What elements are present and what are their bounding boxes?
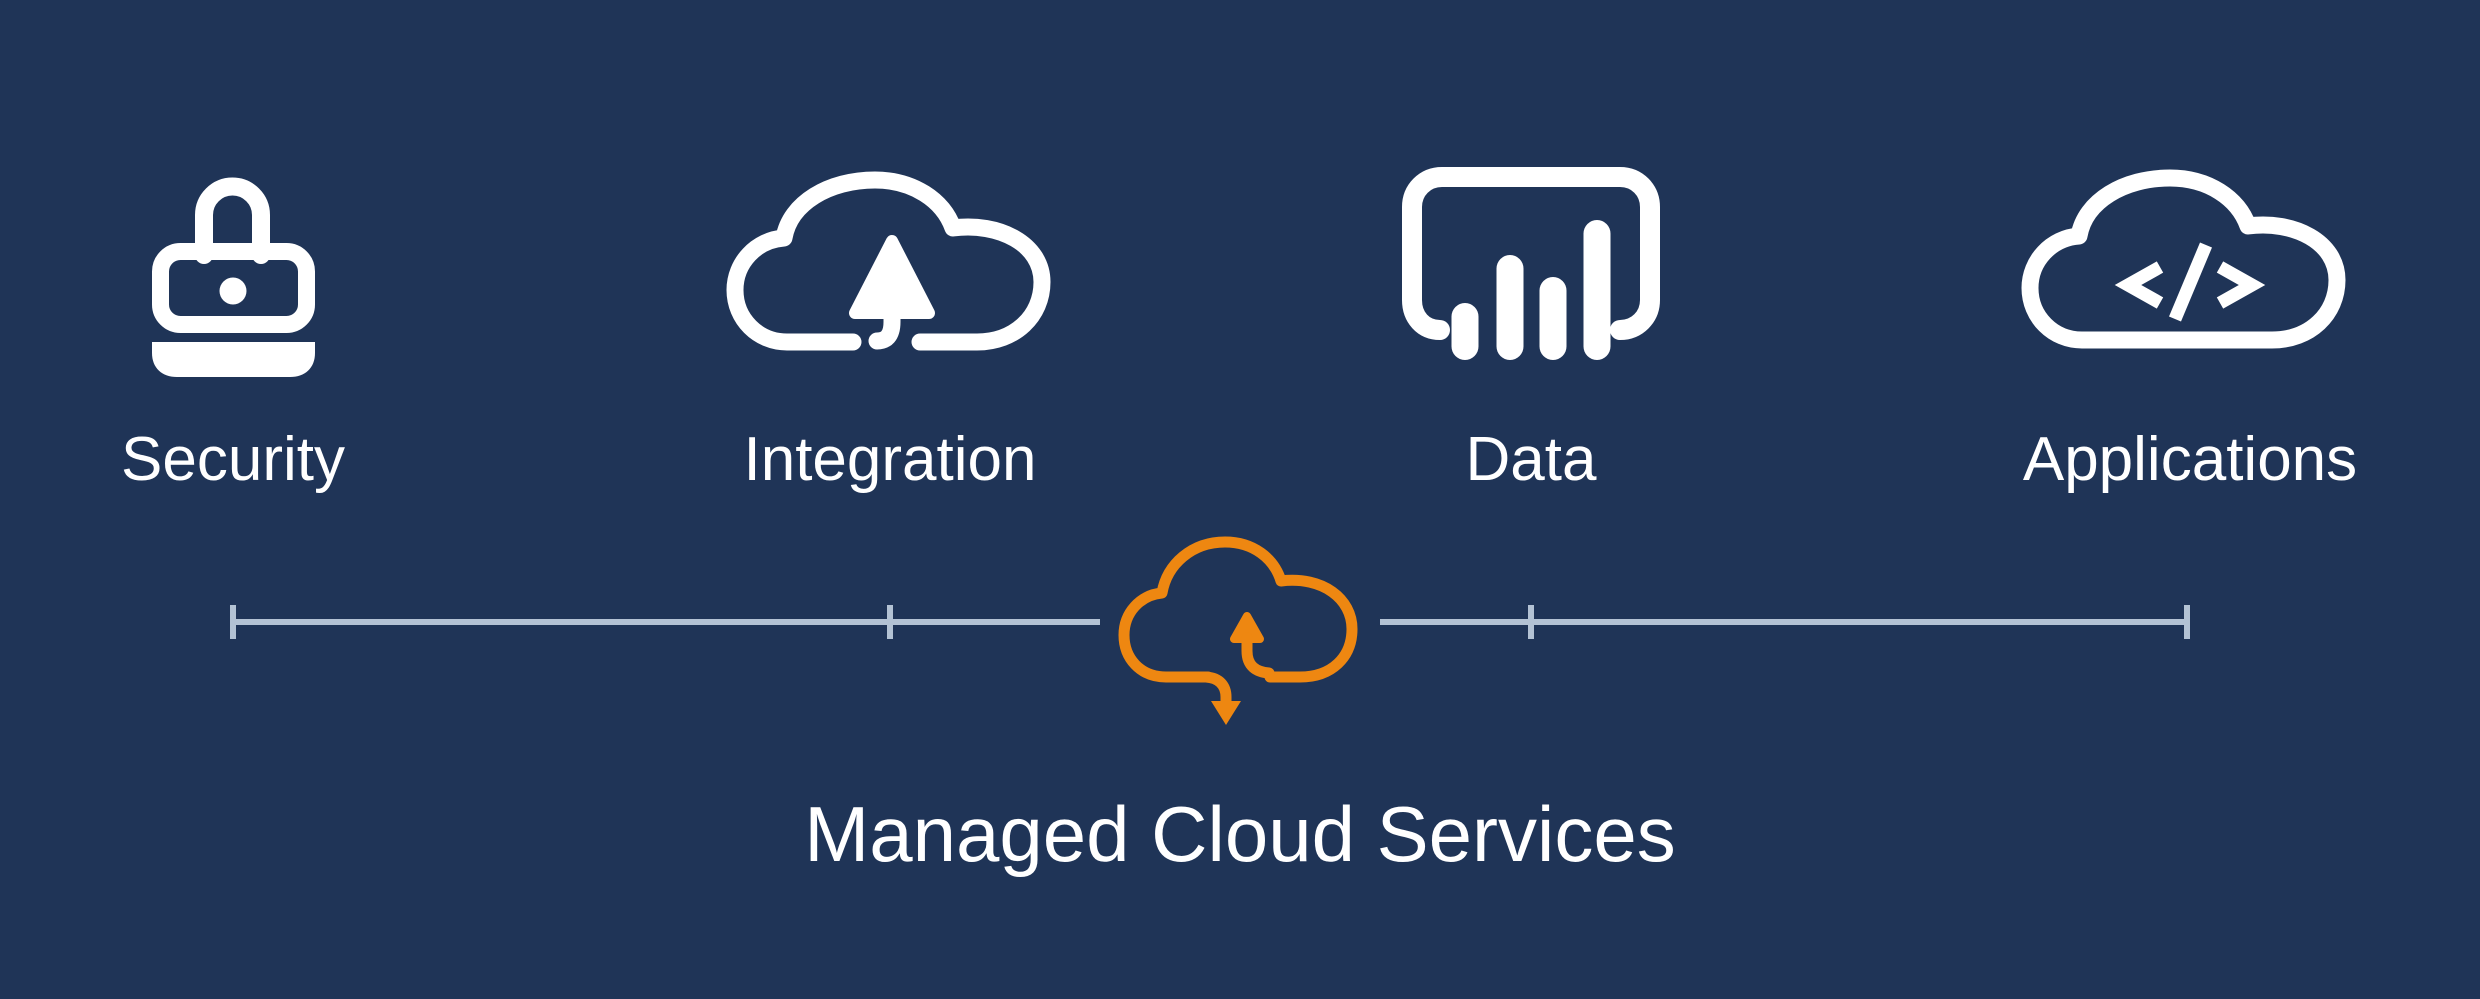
connector-line-right xyxy=(1380,619,2187,625)
lock-keyhole-dot xyxy=(219,277,247,305)
cloud-outline xyxy=(726,171,1051,351)
connector-tick-data xyxy=(1528,605,1534,639)
connector-tick-integration xyxy=(887,605,893,639)
service-label-security: Security xyxy=(121,425,345,494)
lock-body xyxy=(152,243,315,333)
lock-shackle xyxy=(195,177,270,264)
upload-arrow-tail xyxy=(868,301,901,350)
chart-bar-1 xyxy=(1451,303,1479,360)
cloud-outline xyxy=(1118,536,1358,683)
integration-cloud-upload-icon xyxy=(726,171,1051,351)
code-right-chevron xyxy=(2216,261,2266,309)
sync-down-arrow-tail xyxy=(1200,671,1232,709)
connector-line-left xyxy=(233,619,1100,625)
hub-cloud-sync-icon xyxy=(1118,536,1358,725)
connector-tick-applications xyxy=(2184,605,2190,639)
data-bar-chart-window-icon xyxy=(1402,167,1660,360)
chart-bar-4 xyxy=(1583,220,1611,360)
code-slash xyxy=(2169,242,2212,322)
lock-base xyxy=(152,342,315,377)
chart-frame xyxy=(1402,167,1660,340)
cloud-outline xyxy=(2021,169,2346,349)
diagram-title: Managed Cloud Services xyxy=(804,790,1676,878)
chart-bar-3 xyxy=(1539,277,1567,360)
code-left-chevron xyxy=(2114,261,2164,309)
service-label-applications: Applications xyxy=(2022,425,2358,494)
sync-up-arrow-tail xyxy=(1241,632,1275,679)
sync-down-arrow-head xyxy=(1211,701,1241,725)
connector-tick-security xyxy=(230,605,236,639)
service-label-data: Data xyxy=(1465,425,1597,494)
chart-bar-2 xyxy=(1496,255,1524,360)
service-label-integration: Integration xyxy=(743,425,1037,494)
applications-cloud-code-icon xyxy=(2021,169,2346,349)
security-padlock-icon xyxy=(152,177,315,377)
